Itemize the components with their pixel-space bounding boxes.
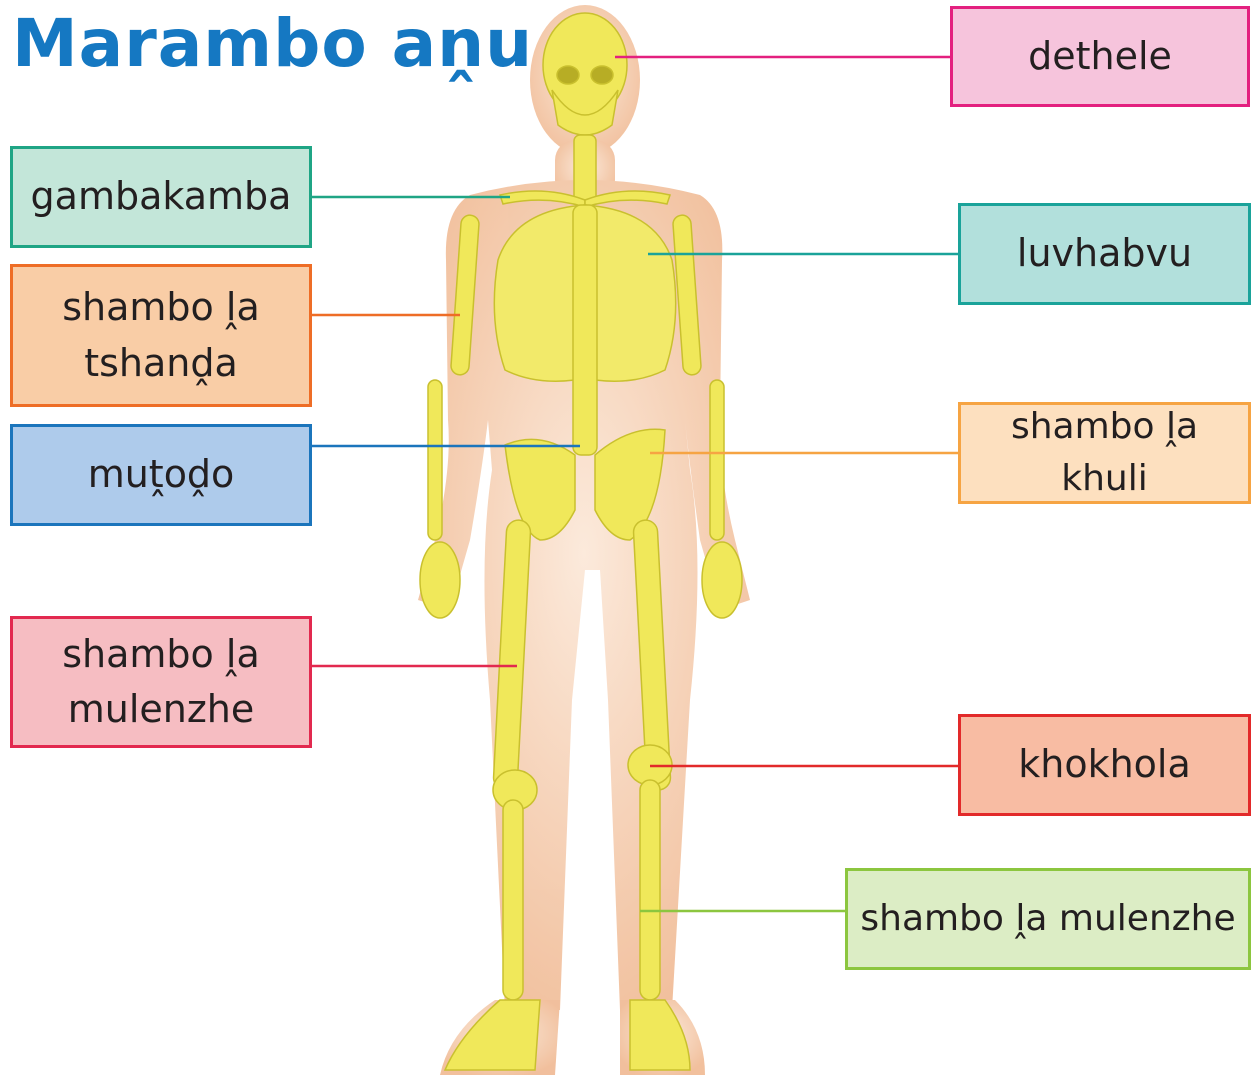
- label-shambo-mulenzhe-right: shambo ḽa mulenzhe: [845, 868, 1251, 970]
- label-mutodo: muṱoḓo: [10, 424, 312, 526]
- label-shambo-mulenzhe-left-text: shambo ḽa mulenzhe: [62, 627, 259, 737]
- label-shambo-tshanda-text: shambo ḽa tshanḓa: [62, 280, 259, 390]
- label-khokhola-text: khokhola: [1018, 737, 1191, 792]
- label-gambakamba: gambakamba: [10, 146, 312, 248]
- label-luvhabvu-text: luvhabvu: [1017, 226, 1192, 281]
- label-shambo-khuli: shambo ḽa khuli: [958, 402, 1251, 504]
- label-shambo-mulenzhe-right-text: shambo ḽa mulenzhe: [860, 893, 1235, 945]
- label-gambakamba-text: gambakamba: [31, 169, 292, 224]
- label-shambo-mulenzhe-left: shambo ḽa mulenzhe: [10, 616, 312, 748]
- label-dethele: dethele: [950, 6, 1250, 107]
- label-khokhola: khokhola: [958, 714, 1251, 816]
- label-luvhabvu: luvhabvu: [958, 203, 1251, 305]
- label-shambo-khuli-text: shambo ḽa khuli: [969, 401, 1240, 505]
- label-mutodo-text: muṱoḓo: [88, 447, 235, 502]
- label-shambo-tshanda: shambo ḽa tshanḓa: [10, 264, 312, 407]
- label-dethele-text: dethele: [1028, 29, 1172, 84]
